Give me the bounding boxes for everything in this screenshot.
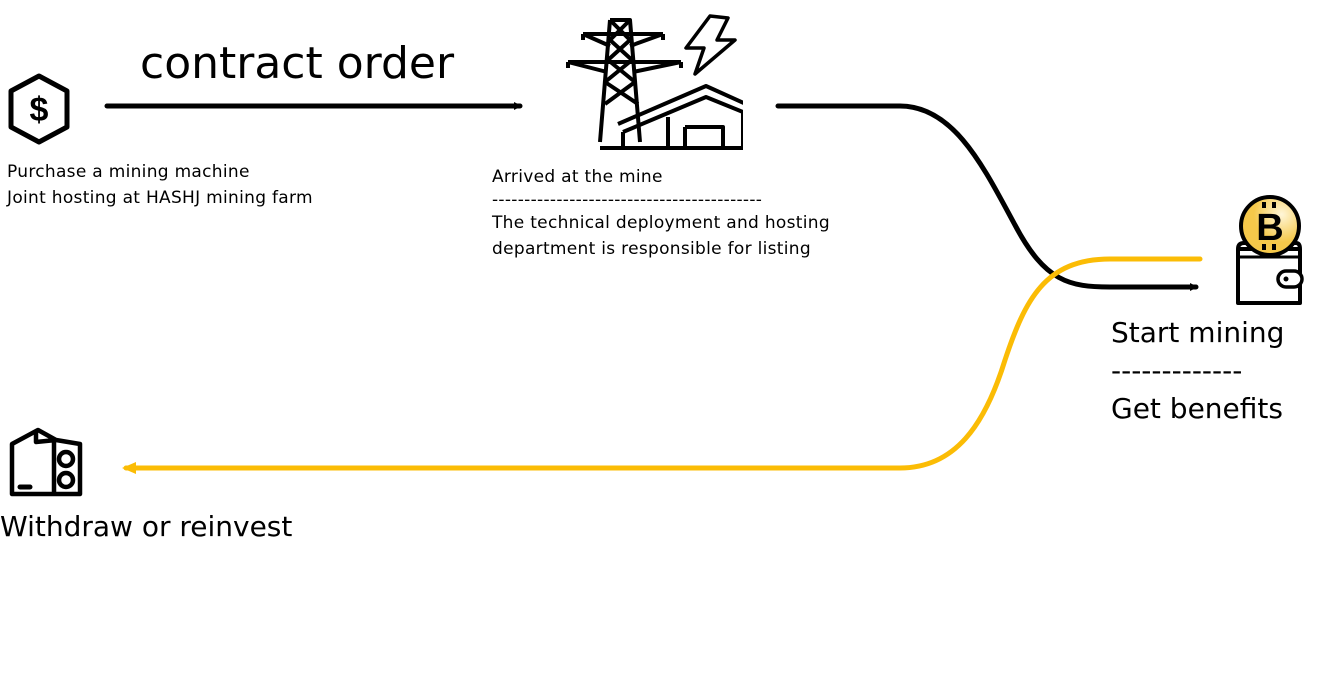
purchase-line-2: Joint hosting at HASHJ mining farm <box>7 188 313 208</box>
mining-divider: ------------- <box>1111 354 1243 387</box>
dollar-hexagon-icon: $ <box>8 73 70 145</box>
mining-machine-icon <box>9 427 83 497</box>
svg-text:$: $ <box>30 91 49 129</box>
purchase-description: Purchase a mining machine Joint hosting … <box>7 159 313 211</box>
mine-divider: ----------------------------------------… <box>492 190 763 210</box>
power-tower-factory-icon <box>566 14 743 150</box>
svg-text:B: B <box>1256 207 1283 249</box>
bitcoin-wallet-icon: B <box>1236 195 1304 305</box>
mine-line-2: department is responsible for listing <box>492 239 811 259</box>
mining-subtitle: Get benefits <box>1111 392 1283 425</box>
mining-to-withdraw-arrow <box>122 256 1203 474</box>
contract-order-label: contract order <box>140 38 455 89</box>
mine-to-mining-arrow <box>775 103 1199 291</box>
mine-title: Arrived at the mine <box>492 167 663 187</box>
mine-description: Arrived at the mine --------------------… <box>492 164 830 262</box>
mining-title: Start mining <box>1111 316 1285 349</box>
mining-description: Start mining ------------- Get benefits <box>1111 314 1284 428</box>
mine-line-1: The technical deployment and hosting <box>492 213 830 233</box>
purchase-line-1: Purchase a mining machine <box>7 162 250 182</box>
withdraw-label: Withdraw or reinvest <box>0 510 293 543</box>
